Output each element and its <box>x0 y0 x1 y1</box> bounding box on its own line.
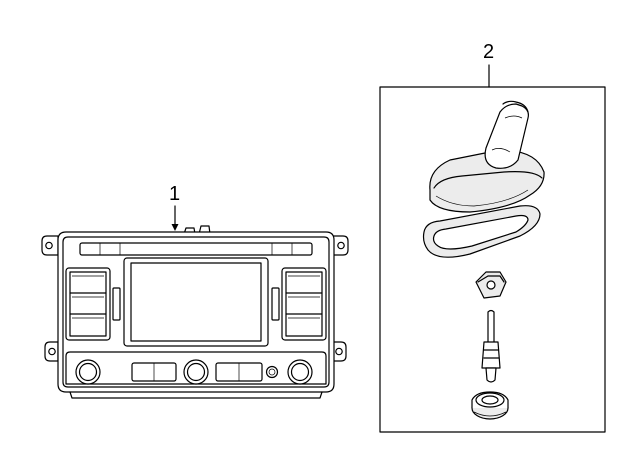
roof-antenna-assembly <box>422 100 545 420</box>
callout-number-1: 1 <box>169 183 181 205</box>
callout-1-leader <box>171 205 179 231</box>
antenna-grommet <box>471 391 509 420</box>
antenna-assembly-frame <box>379 86 606 433</box>
right-knob <box>287 359 313 385</box>
center-knob <box>183 359 209 385</box>
radio-head-unit <box>41 225 349 399</box>
small-button <box>265 365 279 379</box>
callout-number-2: 2 <box>483 41 495 63</box>
left-knob <box>75 359 101 385</box>
